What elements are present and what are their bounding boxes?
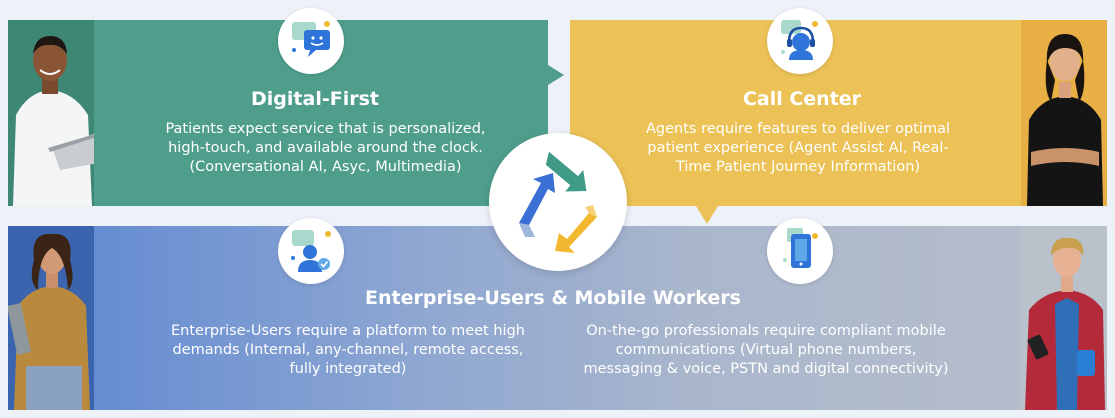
description-line: fully integrated) <box>289 361 407 377</box>
user-chat-icon <box>278 218 344 284</box>
enterprise-title: Enterprise-Users & Mobile Workers <box>365 287 741 309</box>
chat-bubble-icon <box>278 8 344 74</box>
description-line: demands (Internal, any-channel, remote a… <box>172 342 524 358</box>
description-line: On-the-go professionals require complian… <box>586 323 946 339</box>
description-line: Time Patient Journey Information) <box>675 159 921 175</box>
recycle-arrows-logo <box>489 133 627 271</box>
description-line: Patients expect service that is personal… <box>165 121 486 137</box>
digital-first-pointer-down <box>399 186 419 206</box>
call-center-pointer-down <box>696 206 718 224</box>
digital-first-panel: Digital-First Patients expect service th… <box>8 20 548 206</box>
call-center-description: Agents require features to deliver optim… <box>598 120 998 177</box>
headset-agent-icon <box>767 8 833 74</box>
enterprise-users-description: Enterprise-Users require a platform to m… <box>148 322 548 379</box>
description-line: messaging & voice, PSTN and digital conn… <box>583 361 949 377</box>
mobile-phone-icon <box>767 218 833 284</box>
description-line: (Conversational AI, Asyc, Multimedia) <box>189 159 462 175</box>
description-line: high-touch, and available around the clo… <box>168 140 483 156</box>
mobile-workers-description: On-the-go professionals require complian… <box>566 322 966 379</box>
man-with-phone-photo <box>1021 226 1107 410</box>
description-line: Enterprise-Users require a platform to m… <box>171 323 525 339</box>
call-center-panel: Call Center Agents require features to d… <box>570 20 1107 206</box>
woman-arms-crossed-photo <box>1021 20 1107 206</box>
digital-first-title: Digital-First <box>251 88 379 110</box>
woman-with-tablet-photo <box>8 226 94 410</box>
digital-first-pointer-right <box>548 65 564 85</box>
call-center-title: Call Center <box>742 88 862 110</box>
description-line: communications (Virtual phone numbers, <box>615 342 917 358</box>
description-line: Agents require features to deliver optim… <box>645 121 950 137</box>
description-line: patient experience (Agent Assist AI, Rea… <box>647 140 949 156</box>
man-with-laptop-photo <box>8 20 94 206</box>
digital-first-description: Patients expect service that is personal… <box>103 120 548 177</box>
